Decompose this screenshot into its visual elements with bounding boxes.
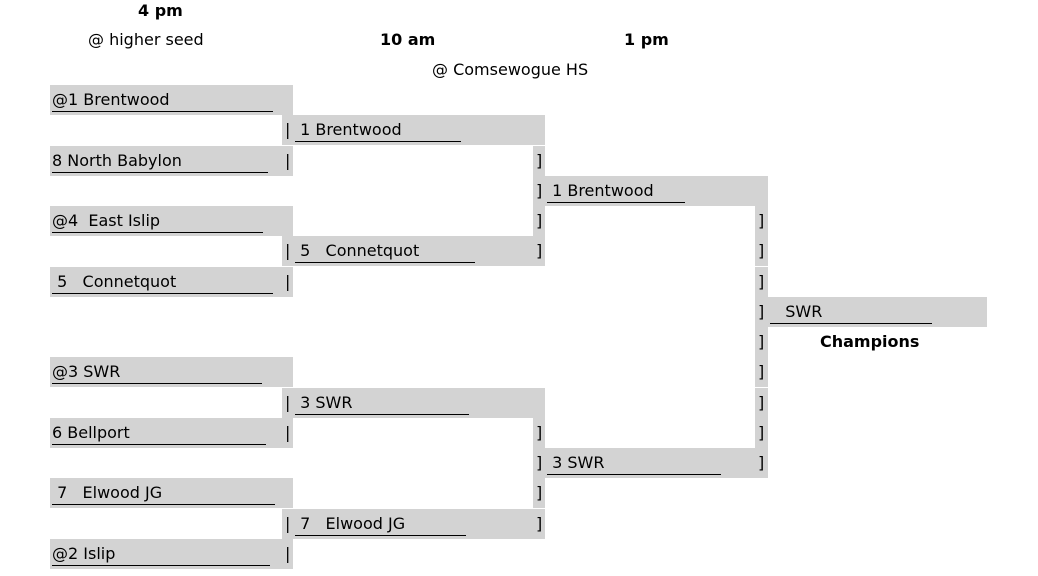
bracket-slot-background [533,206,545,236]
connector-bracket: ] [758,392,765,412]
champions-label: Champions [820,332,920,351]
round3-time: 1 pm [624,30,669,49]
round1-team: 7 Elwood JG [52,478,275,508]
connector-pipe: | [285,513,291,533]
team-name: @3 SWR [52,362,262,385]
round2-team: 5 Connetquot [295,236,475,266]
round2-time: 10 am [380,30,436,49]
bracket-slot-background [533,417,545,448]
connector-bracket: ] [758,301,765,321]
bracket-slot-background [50,266,293,297]
round1-team: 5 Connetquot [52,267,273,297]
round2-team: 7 Elwood JG [295,509,466,539]
connector-bracket: ] [536,422,543,442]
connector-bracket: ] [758,362,765,382]
team-name: 7 Elwood JG [295,514,466,536]
bracket-slot-background [755,266,768,297]
team-name: @2 Islip [52,544,270,566]
team-name: 8 North Babylon [52,151,268,173]
round3-team: 3 SWR [547,448,721,478]
bracket-slot-background [282,508,545,539]
bracket-slot-background [533,175,768,206]
team-name: 3 SWR [295,393,469,415]
bracket-slot-background [50,206,293,236]
connector-pipe: | [285,422,291,442]
connector-bracket: ] [758,241,765,261]
bracket-slot-background [755,206,768,236]
connector-pipe: | [285,150,291,170]
connector-pipe: | [285,392,291,412]
round2-team: 1 Brentwood [295,115,461,145]
bracket-slot-background [50,357,293,388]
connector-pipe: | [285,241,291,261]
bracket-slot-background [533,145,545,176]
team-name: 6 Bellport [52,423,266,445]
team-name: @1 Brentwood [52,90,273,112]
connector-bracket: ] [758,271,765,291]
connector-bracket: ] [758,453,765,472]
connector-bracket: ] [758,211,765,230]
round3-team: 1 Brentwood [547,176,685,206]
connector-bracket: ] [536,241,543,261]
team-name: 5 Connetquot [295,241,475,264]
bracket-slot-background [758,296,987,327]
team-name: @4 East Islip [52,211,263,233]
bracket-slot-background [282,236,545,267]
team-name: 1 Brentwood [547,181,685,203]
later-rounds-location: @ Comsewogue HS [432,60,589,79]
team-name: 3 SWR [547,453,721,475]
bracket-slot-background [50,417,293,448]
team-name: 5 Connetquot [52,272,273,294]
round2-team: 3 SWR [295,388,469,418]
round1-team: 8 North Babylon [52,146,268,176]
bracket-slot-background [282,387,545,418]
bracket-slot-background [282,115,545,146]
round1-time: 4 pm [138,1,183,20]
round1-location: @ higher seed [88,30,204,49]
connector-bracket: ] [536,211,543,230]
connector-bracket: ] [536,483,543,503]
team-name: SWR [770,302,932,324]
connector-bracket: ] [758,422,765,442]
connector-bracket: ] [536,150,543,170]
bracket-slot-background [50,538,293,569]
bracket-slot-background [755,236,768,267]
bracket-slot-background [755,417,768,448]
bracket-slot-background [50,478,293,509]
bracket-slot-background [755,327,768,357]
team-name: 7 Elwood JG [52,483,275,506]
round1-team: 6 Bellport [52,418,266,448]
bracket-slot-background [755,357,768,388]
bracket-slot-background [533,478,545,509]
connector-pipe: | [285,543,291,563]
connector-bracket: ] [536,180,543,200]
team-name: 1 Brentwood [295,120,461,143]
bracket-slot-background [533,448,768,478]
connector-bracket: ] [536,453,543,472]
connector-bracket: ] [758,332,765,351]
round1-team: @3 SWR [52,357,262,387]
round1-team: @1 Brentwood [52,85,273,115]
bracket-slot-background [755,387,768,418]
connector-bracket: ] [536,513,543,533]
champion-team: SWR [770,297,932,327]
bracket-slot-background [50,145,293,176]
round1-team: @2 Islip [52,539,270,569]
bracket-slot-background [50,85,293,115]
connector-pipe: | [285,271,291,291]
connector-pipe: | [285,120,291,140]
round1-team: @4 East Islip [52,206,263,236]
